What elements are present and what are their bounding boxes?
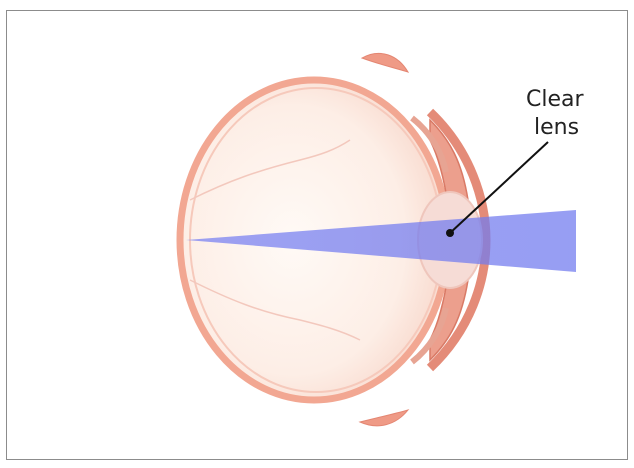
label-lens: lens xyxy=(534,115,579,140)
upper-eyelid xyxy=(362,53,408,72)
lower-eyelid xyxy=(360,410,408,426)
label-pointer-dot xyxy=(446,229,454,237)
label-clear: Clear xyxy=(526,87,584,112)
